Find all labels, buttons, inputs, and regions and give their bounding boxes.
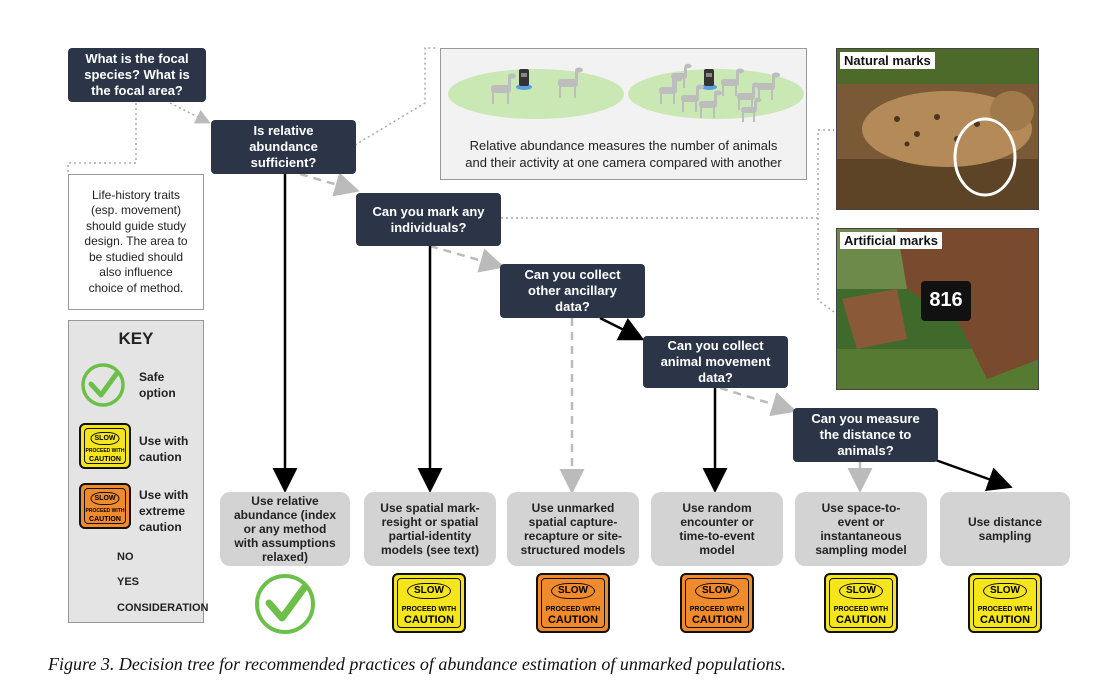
- panel-caption: Relative abundance measures the number o…: [465, 138, 782, 170]
- slow-caution-sign-icon: SLOW PROCEED WITH CAUTION: [392, 573, 466, 633]
- question-movement-data: Can you collect animal movement data?: [643, 336, 788, 388]
- outcome-relative-abundance: Use relative abundance (index or any met…: [220, 492, 350, 566]
- legend-consideration: CONSIDERATION: [117, 602, 209, 614]
- slow-caution-sign-icon: SLOW PROCEED WITH CAUTION: [824, 573, 898, 633]
- outcome-spatial-mark-resight: Use spatial mark- resight or spatial par…: [364, 492, 496, 566]
- relative-abundance-panel: Relative abundance measures the number o…: [440, 48, 807, 180]
- outcome-space-to-event: Use space-to- event or instantaneous sam…: [795, 492, 927, 566]
- legend-no: NO: [117, 551, 134, 563]
- deer-icon: [491, 63, 780, 122]
- artificial-marks-photo: 816 Artificial marks: [836, 228, 1039, 390]
- slow-caution-sign-icon: SLOW PROCEED WITH CAUTION: [79, 423, 131, 469]
- key-safe-label: Safe option: [139, 370, 176, 400]
- legend-yes: YES: [117, 576, 140, 588]
- question-ancillary-data: Can you collect other ancillary data?: [500, 264, 645, 318]
- question-mark-individuals: Can you mark any individuals?: [356, 193, 501, 246]
- artificial-marks-label: Artificial marks: [840, 232, 942, 249]
- slow-extreme-sign-icon: SLOW PROCEED WITH CAUTION: [536, 573, 610, 633]
- question-distance: Can you measure the distance to animals?: [793, 408, 938, 462]
- camera-trap-icon: [701, 69, 717, 90]
- natural-marks-label: Natural marks: [840, 52, 935, 69]
- slow-extreme-sign-icon: SLOW PROCEED WITH CAUTION: [680, 573, 754, 633]
- camera-scene-illustration: [448, 63, 804, 122]
- key-title: KEY: [118, 329, 154, 348]
- slow-extreme-sign-icon: SLOW PROCEED WITH CAUTION: [79, 483, 131, 529]
- slow-caution-sign-icon: SLOW PROCEED WITH CAUTION: [968, 573, 1042, 633]
- outcome-unmarked-scr: Use unmarked spatial capture- recapture …: [507, 492, 639, 566]
- figure-caption: Figure 3. Decision tree for recommended …: [48, 654, 786, 674]
- life-history-note: Life-history traits (esp. movement) shou…: [68, 174, 204, 310]
- outcome-distance-sampling: Use distance sampling: [940, 492, 1070, 566]
- question-focal: What is the focal species? What is the f…: [68, 48, 206, 102]
- question-relative-abundance: Is relative abundance sufficient?: [211, 120, 356, 174]
- camera-trap-icon: [516, 69, 532, 90]
- check-icon: [255, 574, 315, 634]
- key-legend: KEY Safe option SLOW PROCEED WITH CAUTIO…: [68, 320, 208, 623]
- ear-tag-number: 816: [929, 289, 963, 311]
- check-icon: [81, 363, 125, 407]
- key-extreme-label: Use with extreme caution: [139, 488, 189, 534]
- outcome-random-encounter: Use random encounter or time-to-event mo…: [651, 492, 783, 566]
- natural-marks-photo: Natural marks: [836, 48, 1039, 210]
- key-caution-label: Use with caution: [139, 434, 189, 464]
